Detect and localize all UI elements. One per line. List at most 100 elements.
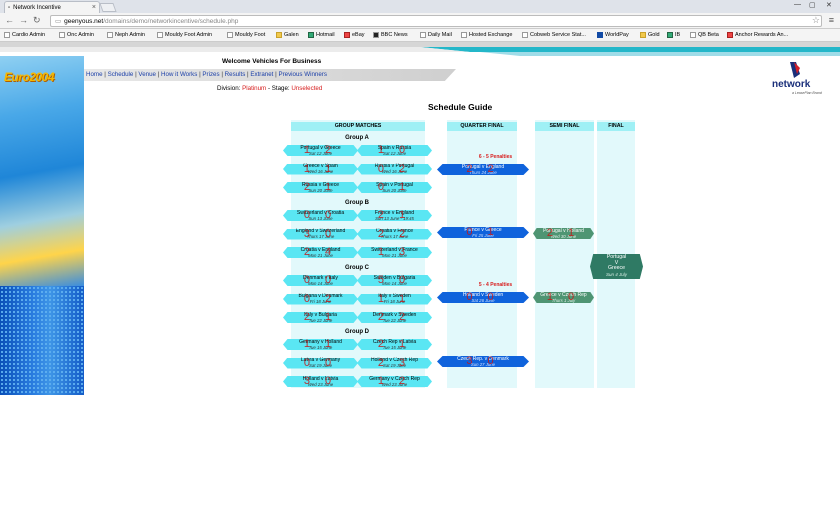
group-heading: Group A [345,135,369,141]
header-swoosh [0,42,840,56]
page-icon [227,32,233,38]
match-teams: Croatia v France [376,228,413,234]
nav-extranet[interactable]: Extranet [250,71,274,78]
stage-value: Unselected [291,85,323,92]
new-tab-button[interactable] [99,3,117,12]
network-brand-name: network [772,79,811,90]
close-window-icon[interactable]: ✕ [826,2,832,9]
euro-2004-artwork: Euro2004 [0,56,84,286]
page-icon [420,32,426,38]
page-icon [522,32,528,38]
bookmark-item[interactable]: Onc Admin [59,32,94,38]
match-teams: France v England [374,209,415,216]
bookmark-item[interactable]: Neph Admin [107,32,145,38]
bookmark-item[interactable]: IB [667,32,680,38]
bookmark-item[interactable]: Hotmail [308,32,335,38]
match-date: Fri 18 June [309,299,332,305]
penalty-note: 5 - 4 Penalties [478,282,513,288]
browser-tab[interactable]: ▫ Network Incentive × [4,1,100,13]
bookmark-folder[interactable]: Gold [640,32,660,38]
close-tab-icon[interactable]: × [91,4,96,11]
bookmark-item[interactable]: Mouldy Foot Admin [157,32,212,38]
match-teams: Switzerland v France [371,246,418,253]
forward-icon[interactable]: → [19,15,28,25]
bookmark-item[interactable]: Daily Mail [420,32,452,38]
match-teams: Germany v Czech Rep [369,375,420,382]
match-date: Fri 18 June [383,299,406,305]
penalty-note: 6 - 5 Penalties [478,154,513,160]
menu-icon[interactable]: ≡ [828,15,834,25]
bookmark-item[interactable]: Anchor Rewards An... [727,32,788,38]
reload-icon[interactable]: ↻ [33,15,41,25]
bookmark-item[interactable]: BBC News [373,32,408,38]
folder-icon [276,32,282,38]
page-icon [157,32,163,38]
match-teams: Portugal v Greece [300,144,341,151]
back-icon[interactable]: ← [5,15,14,25]
match-date: Thurs 17 June [306,234,335,240]
nav-previous-winners[interactable]: Previous Winners [278,71,327,78]
nav-home[interactable]: Home [86,71,103,78]
nav-schedule[interactable]: Schedule [107,71,134,78]
url-host: geenyous.net [64,17,104,25]
match-date: Wed 30 June [550,233,577,239]
bookmark-item[interactable]: Cobweb Service Stat... [522,32,586,38]
app-icon [667,32,673,38]
group-heading: Group B [345,200,369,206]
minimize-icon[interactable]: — [794,1,801,8]
bookmark-item[interactable]: Hosted Exchange [461,32,512,38]
match-date: Mon 14 June [382,280,407,286]
match-date: Thurs 1 July [551,297,576,303]
bookmark-item[interactable]: Cardio Admin [4,32,45,38]
bookmark-item[interactable]: QB Beta [690,32,719,38]
match-teams: Czech Rep v Latvia [372,338,417,345]
nav-results[interactable]: Results [224,71,246,78]
match-date: Sat 12 June [383,150,406,156]
bookmark-folder[interactable]: Galen [276,32,299,38]
match-date: Sat 12 June [309,150,332,156]
column-quarter-final-background [447,120,517,388]
nav-how-it-works[interactable]: How it Works [161,71,198,78]
bookmark-item[interactable]: eBay [344,32,365,38]
bookmark-star-icon[interactable]: ☆ [811,15,820,25]
nav-venue[interactable]: Venue [138,71,156,78]
nav-prizes[interactable]: Prizes [202,71,220,78]
group-heading: Group C [345,265,369,271]
final-vs: V [614,259,619,266]
bookmark-item[interactable]: WorldPay [597,32,629,38]
address-bar[interactable]: ▭ geenyous.net/domains/demo/networkincen… [50,15,822,27]
bookmark-item[interactable]: Mouldy Foot [227,32,265,38]
maximize-icon[interactable]: ▢ [809,2,816,9]
